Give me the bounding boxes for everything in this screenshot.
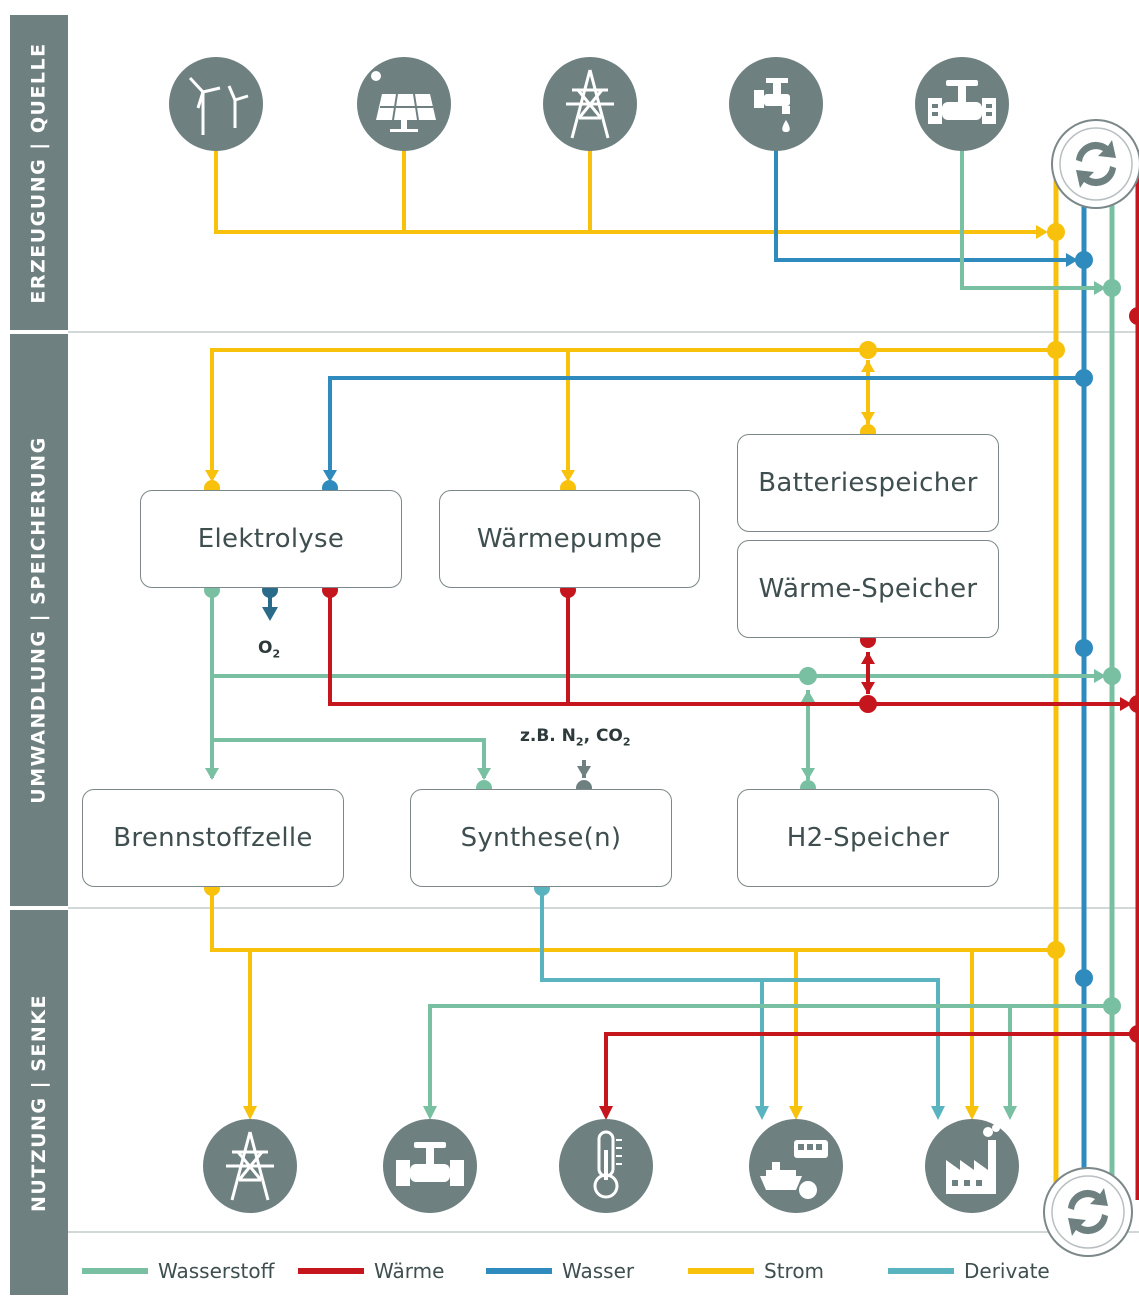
- wasser-tap: [774, 150, 1070, 262]
- wind-turbine-icon: [169, 57, 263, 151]
- h2-gas: [960, 150, 1098, 290]
- node: [1129, 307, 1139, 325]
- node: [1047, 223, 1065, 241]
- h2-to-synthese: [212, 738, 486, 778]
- box-waermepumpe: Wärmepumpe: [439, 490, 700, 588]
- thermometer-icon: [559, 1119, 653, 1213]
- h2-to-gas: [428, 1004, 1112, 1110]
- sink-gas-valve-icon: [383, 1119, 477, 1213]
- box-h2speicher: H2-Speicher: [737, 789, 999, 887]
- strom-to-elektrolyse: [210, 348, 1056, 478]
- strom-brennstoffzelle: [210, 888, 1056, 952]
- node: [1075, 251, 1093, 269]
- section-band-source: [10, 15, 68, 330]
- sink-power-pylon-icon: [203, 1119, 297, 1213]
- box-batteriespeicher: Batteriespeicher: [737, 434, 999, 532]
- recycle-icon-bottom: [1043, 1167, 1133, 1257]
- label-synthese-inputs: z.B. N2, CO2: [520, 726, 631, 749]
- section-band-conversion: [10, 334, 68, 906]
- derivate-out: [540, 888, 940, 1108]
- water-tap-icon: [729, 57, 823, 151]
- factory-icon: [925, 1119, 1019, 1213]
- box-synthese: Synthese(n): [410, 789, 672, 887]
- power-pylon-icon: [543, 57, 637, 151]
- waerme-to-thermo: [604, 1032, 1138, 1110]
- legend-item-strom: Strom: [688, 1256, 824, 1286]
- box-elektrolyse: Elektrolyse: [140, 490, 402, 588]
- wasser-to-elektrolyse: [328, 376, 1084, 478]
- legend-item-wasser: Wasser: [486, 1256, 634, 1286]
- legend-item-waerme: Wärme: [298, 1256, 444, 1286]
- solar-panel-icon: [357, 57, 451, 151]
- legend-item-derivate: Derivate: [888, 1256, 1050, 1286]
- transport-icon: [749, 1119, 843, 1213]
- label-o2: O2: [258, 638, 281, 661]
- section-band-use: [10, 910, 68, 1295]
- recycle-icon-top: [1051, 119, 1139, 209]
- box-brennstoffzelle: Brennstoffzelle: [82, 789, 344, 887]
- waerme-elektrolyse: [328, 592, 1124, 706]
- gas-valve-icon: [915, 57, 1009, 151]
- box-waermespeicher: Wärme-Speicher: [737, 540, 999, 638]
- strom-wind: [214, 150, 1040, 234]
- legend-item-wasserstoff: Wasserstoff: [82, 1256, 274, 1286]
- node: [1103, 279, 1121, 297]
